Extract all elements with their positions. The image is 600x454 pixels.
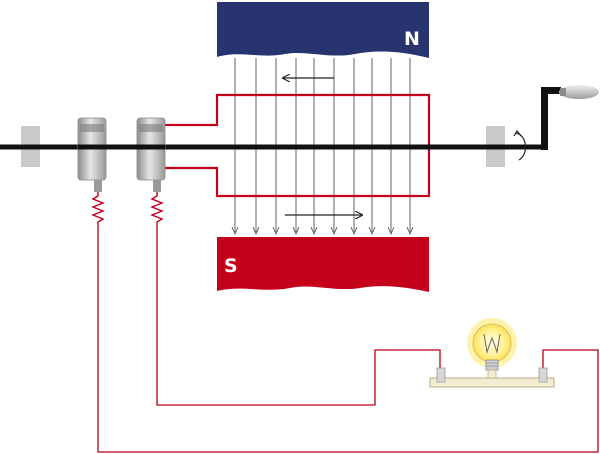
- brush-1: [94, 180, 102, 192]
- brush-spring-2: [150, 192, 164, 226]
- south-pole-label: S: [224, 255, 238, 277]
- field-line-arrowhead: [292, 226, 300, 236]
- field-line-arrowhead: [310, 226, 318, 236]
- circuit-wire-inner: [156, 226, 441, 406]
- field-line-arrowhead: [252, 226, 260, 236]
- field-line-arrowhead: [231, 226, 239, 236]
- field-line-arrowhead: [387, 226, 395, 236]
- brush-spring-1: [91, 192, 105, 226]
- field-line-arrowhead: [330, 226, 338, 236]
- field-line-arrowhead: [368, 226, 376, 236]
- north-pole-label: N: [404, 28, 420, 50]
- brush-2: [153, 180, 161, 192]
- field-line-arrowhead: [350, 226, 358, 236]
- north-magnet: [217, 2, 429, 58]
- hand-crank-icon: [541, 85, 599, 150]
- light-bulb-icon: [429, 318, 555, 388]
- circuit-wire-outer: [97, 226, 599, 453]
- field-line-arrowhead: [406, 226, 414, 236]
- rotation-arrow-icon: [513, 129, 526, 161]
- field-line-arrowhead: [272, 226, 280, 236]
- south-magnet: [217, 237, 429, 292]
